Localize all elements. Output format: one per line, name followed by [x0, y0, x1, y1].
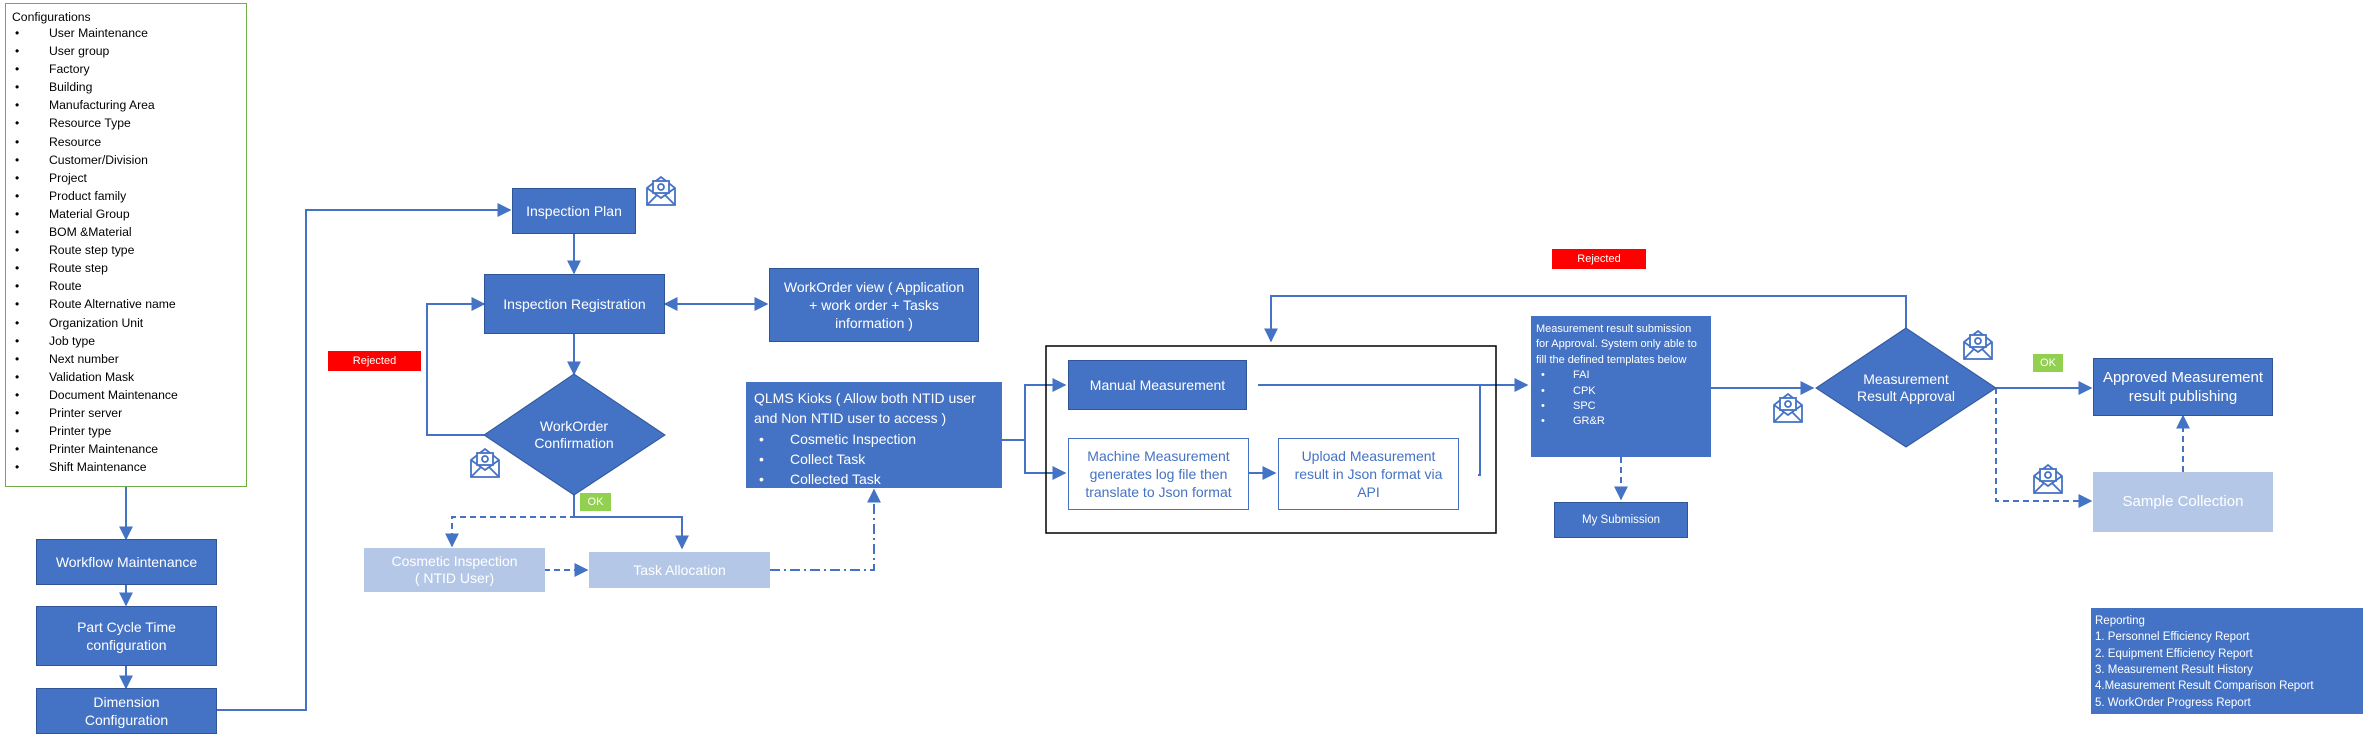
config-item[interactable]: Route step type	[12, 241, 240, 259]
configurations-title: Configurations	[12, 10, 91, 24]
machine-measurement-label: Machine Measurement generates log file t…	[1085, 447, 1232, 501]
configurations-panel: Configurations User Maintenance User gro…	[5, 3, 247, 487]
submission-text: Measurement result submission for Approv…	[1536, 323, 1697, 366]
workorder-view-label: WorkOrder view ( Application + work orde…	[783, 278, 965, 332]
my-submission-node[interactable]: My Submission	[1554, 502, 1688, 538]
config-item[interactable]: Building	[12, 78, 240, 96]
config-item[interactable]: Printer server	[12, 404, 240, 422]
template-item: GR&R	[1536, 414, 1706, 430]
ok-tag-left: OK	[580, 493, 611, 511]
config-item[interactable]: Shift Maintenance	[12, 458, 240, 476]
reporting-panel: Reporting 1. Personnel Efficiency Report…	[2091, 608, 2363, 714]
measurement-frame	[1045, 345, 1497, 534]
config-item[interactable]: User Maintenance	[12, 24, 240, 42]
config-item[interactable]: Job type	[12, 332, 240, 350]
config-item[interactable]: Factory	[12, 60, 240, 78]
config-item[interactable]: Route step	[12, 259, 240, 277]
arrow-rejected-loop	[426, 297, 486, 436]
config-item[interactable]: Customer/Division	[12, 151, 240, 169]
workflow-maintenance-node[interactable]: Workflow Maintenance	[36, 539, 217, 585]
manual-measurement-label: Manual Measurement	[1089, 376, 1226, 393]
part-cycle-time-node[interactable]: Part Cycle Time configuration	[36, 606, 217, 666]
inspection-registration-node[interactable]: Inspection Registration	[484, 274, 665, 334]
arrow-approval-rejected	[1264, 295, 1907, 343]
reporting-title: Reporting	[2095, 615, 2145, 627]
inspection-plan-label: Inspection Plan	[526, 202, 622, 219]
email-icon	[646, 175, 676, 206]
email-icon	[470, 447, 500, 478]
workorder-view-node[interactable]: WorkOrder view ( Application + work orde…	[769, 268, 979, 342]
config-item[interactable]: User group	[12, 42, 240, 60]
report-item[interactable]: 5. WorkOrder Progress Report	[2095, 696, 2251, 709]
workorder-confirmation-diamond	[483, 373, 666, 496]
task-allocation-node[interactable]: Task Allocation	[589, 552, 770, 588]
config-item[interactable]: Next number	[12, 350, 240, 368]
config-item[interactable]: Project	[12, 169, 240, 187]
email-icon	[1773, 392, 1803, 423]
workflow-maintenance-label: Workflow Maintenance	[55, 553, 198, 570]
kiosk-title: QLMS Kioks ( Allow both NTID user and No…	[754, 390, 976, 427]
ok-tag-right: OK	[2033, 354, 2063, 372]
config-item[interactable]: Material Group	[12, 205, 240, 223]
config-item[interactable]: Product family	[12, 187, 240, 205]
arrow-kiosk-to-machine	[1024, 440, 1067, 480]
approved-publishing-label: Approved Measurement result publishing	[2102, 368, 2264, 406]
approval-diamond	[1815, 327, 1997, 448]
sample-collection-label: Sample Collection	[2122, 493, 2244, 511]
machine-measurement-node[interactable]: Machine Measurement generates log file t…	[1068, 438, 1249, 510]
manual-measurement-node[interactable]: Manual Measurement	[1068, 360, 1247, 410]
part-cycle-time-label: Part Cycle Time configuration	[77, 618, 176, 653]
workorder-confirmation-label[interactable]: WorkOrder Confirmation	[534, 417, 614, 452]
arrow-approval-to-sample	[1995, 388, 2093, 508]
my-submission-label: My Submission	[1582, 513, 1660, 526]
config-item[interactable]: Route	[12, 277, 240, 295]
config-item[interactable]: Document Maintenance	[12, 386, 240, 404]
kiosk-item: Collect Task	[754, 449, 994, 470]
dimension-configuration-label: Dimension Configuration	[84, 693, 169, 728]
kiosk-item: Collected Task	[754, 469, 994, 490]
config-item[interactable]: Validation Mask	[12, 368, 240, 386]
task-allocation-label: Task Allocation	[633, 561, 726, 578]
report-item[interactable]: 3. Measurement Result History	[2095, 663, 2253, 676]
arrow-dimension-to-plan	[216, 203, 512, 711]
upload-measurement-node[interactable]: Upload Measurement result in Json format…	[1278, 438, 1459, 510]
config-item[interactable]: Organization Unit	[12, 314, 240, 332]
template-item: SPC	[1536, 399, 1706, 415]
submission-node[interactable]: Measurement result submission for Approv…	[1531, 316, 1711, 457]
approved-publishing-node[interactable]: Approved Measurement result publishing	[2093, 358, 2273, 416]
arrow-task-to-kiosk	[770, 488, 881, 571]
report-item[interactable]: 1. Personnel Efficiency Report	[2095, 631, 2250, 644]
email-icon	[2033, 463, 2063, 494]
inspection-plan-node[interactable]: Inspection Plan	[512, 188, 636, 234]
template-item: CPK	[1536, 384, 1706, 400]
cosmetic-inspection-node[interactable]: Cosmetic Inspection ( NTID User)	[364, 548, 545, 592]
template-item: FAI	[1536, 368, 1706, 384]
inspection-registration-label: Inspection Registration	[503, 295, 646, 312]
config-item[interactable]: BOM &Material	[12, 223, 240, 241]
email-icon	[1963, 329, 1993, 360]
dimension-configuration-node[interactable]: Dimension Configuration	[36, 688, 217, 734]
arrow-kiosk-to-manual	[1002, 378, 1067, 441]
kiosk-item: Cosmetic Inspection	[754, 429, 994, 450]
config-item[interactable]: Resource Type	[12, 114, 240, 132]
qlms-kiosk-node[interactable]: QLMS Kioks ( Allow both NTID user and No…	[746, 382, 1002, 490]
rejected-tag-right: Rejected	[1552, 249, 1646, 269]
config-item[interactable]: Manufacturing Area	[12, 96, 240, 114]
config-item[interactable]: Route Alternative name	[12, 295, 240, 313]
arrow-confirmation-to-cosmetic	[445, 495, 575, 548]
approval-label[interactable]: Measurement Result Approval	[1856, 370, 1956, 405]
config-item[interactable]: Printer Maintenance	[12, 440, 240, 458]
config-item[interactable]: Printer type	[12, 422, 240, 440]
rejected-tag-left: Rejected	[328, 351, 421, 371]
report-item[interactable]: 2. Equipment Efficiency Report	[2095, 647, 2253, 660]
upload-measurement-label: Upload Measurement result in Json format…	[1294, 447, 1443, 501]
arrow-upload-to-submission	[1478, 385, 1481, 476]
sample-collection-node[interactable]: Sample Collection	[2093, 472, 2273, 532]
report-item[interactable]: 4.Measurement Result Comparison Report	[2095, 680, 2314, 693]
config-item[interactable]: Resource	[12, 133, 240, 151]
cosmetic-inspection-label: Cosmetic Inspection ( NTID User)	[391, 552, 518, 587]
